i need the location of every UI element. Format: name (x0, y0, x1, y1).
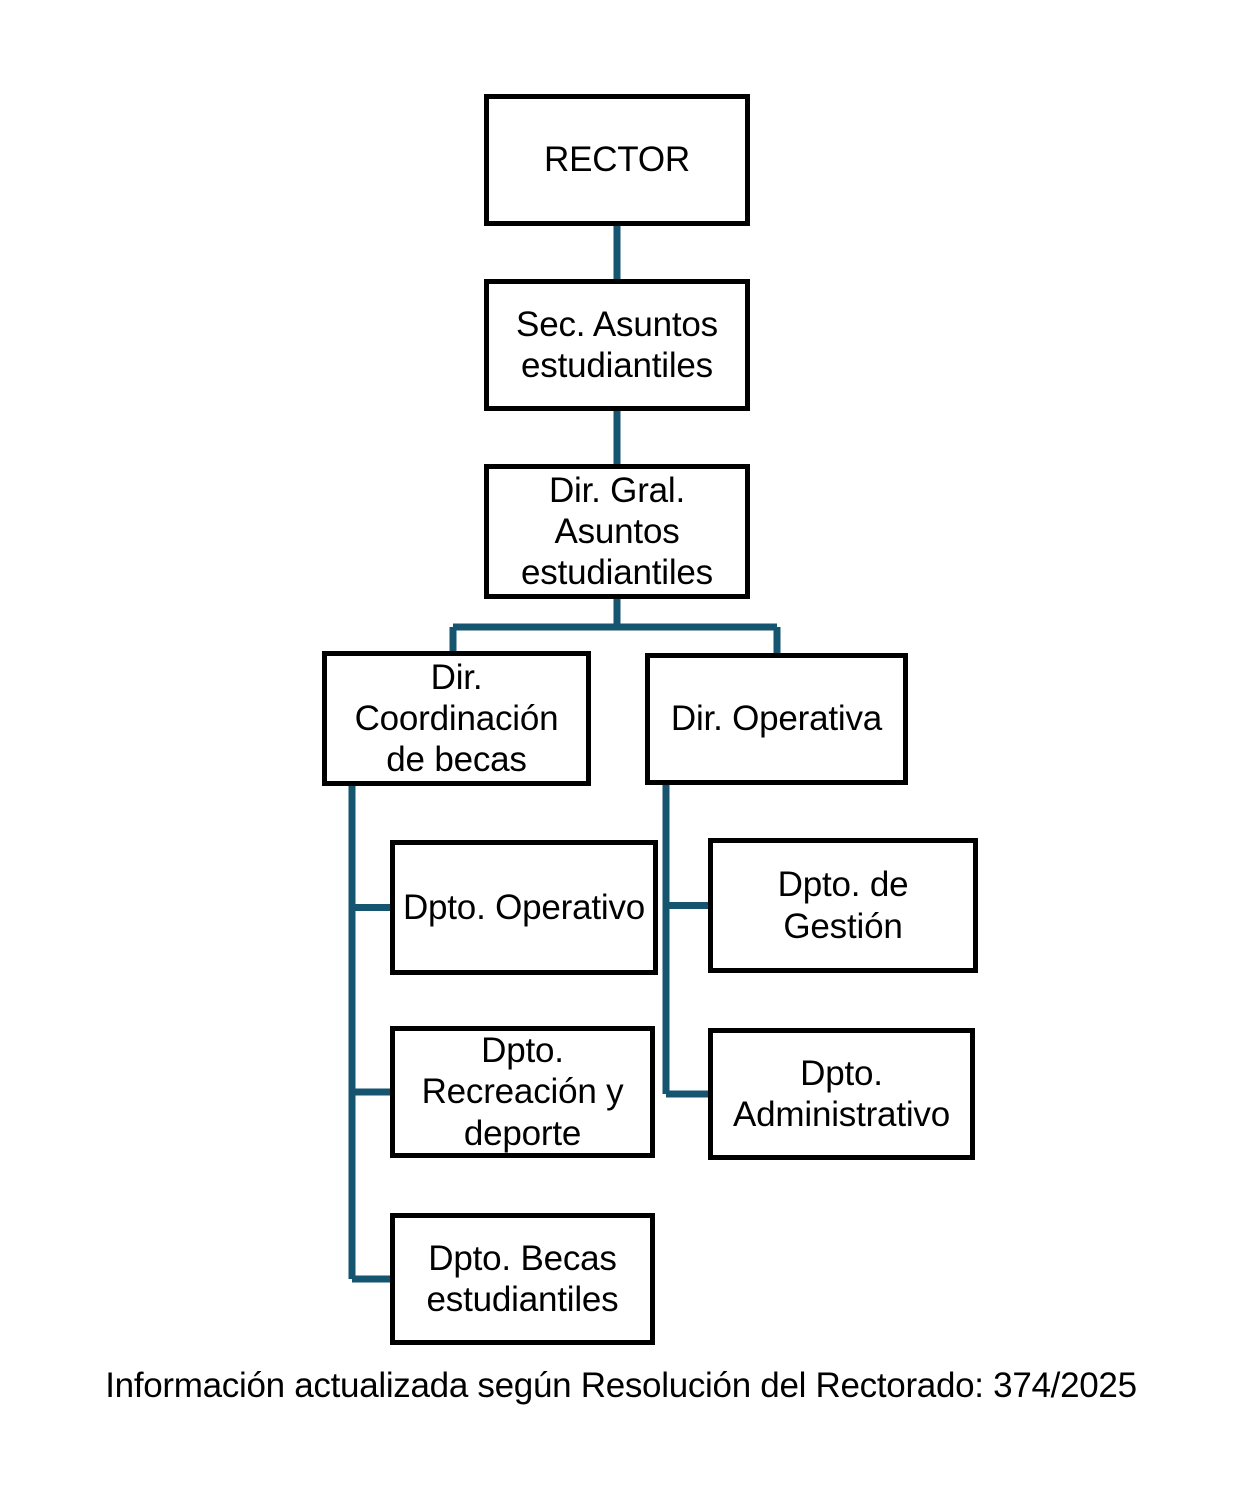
node-dpto-gestion[interactable]: Dpto. de Gestión (708, 838, 978, 973)
node-dpto-recreacion[interactable]: Dpto. Recreación y deporte (390, 1026, 655, 1158)
node-sec-asuntos-label: Sec. Asuntos estudiantiles (516, 304, 718, 385)
node-rector[interactable]: RECTOR (484, 94, 750, 226)
node-dpto-operativo-label: Dpto. Operativo (402, 887, 646, 927)
node-rector-label: RECTOR (544, 140, 690, 180)
node-dir-operativa-label: Dir. Operativa (670, 699, 883, 739)
node-dpto-recreacion-label: Dpto. Recreación y deporte (421, 1031, 624, 1153)
node-dir-gral[interactable]: Dir. Gral. Asuntos estudiantiles (484, 464, 750, 599)
node-dir-operativa[interactable]: Dir. Operativa (645, 653, 908, 785)
node-dir-gral-label: Dir. Gral. Asuntos estudiantiles (521, 470, 713, 593)
node-dpto-administrativo[interactable]: Dpto. Administrativo (708, 1028, 975, 1160)
node-dir-coord-becas[interactable]: Dir. Coordinación de becas (322, 651, 591, 786)
chart-caption: Información actualizada según Resolución… (105, 1366, 1137, 1405)
node-dpto-becas[interactable]: Dpto. Becas estudiantiles (390, 1213, 655, 1345)
node-dpto-operativo[interactable]: Dpto. Operativo (390, 840, 658, 975)
node-dir-coord-becas-label: Dir. Coordinación de becas (354, 657, 559, 780)
node-dpto-becas-label: Dpto. Becas estudiantiles (426, 1238, 619, 1319)
node-dpto-gestion-label: Dpto. de Gestión (777, 865, 909, 946)
node-sec-asuntos[interactable]: Sec. Asuntos estudiantiles (484, 279, 750, 411)
node-dpto-administrativo-label: Dpto. Administrativo (733, 1053, 950, 1134)
